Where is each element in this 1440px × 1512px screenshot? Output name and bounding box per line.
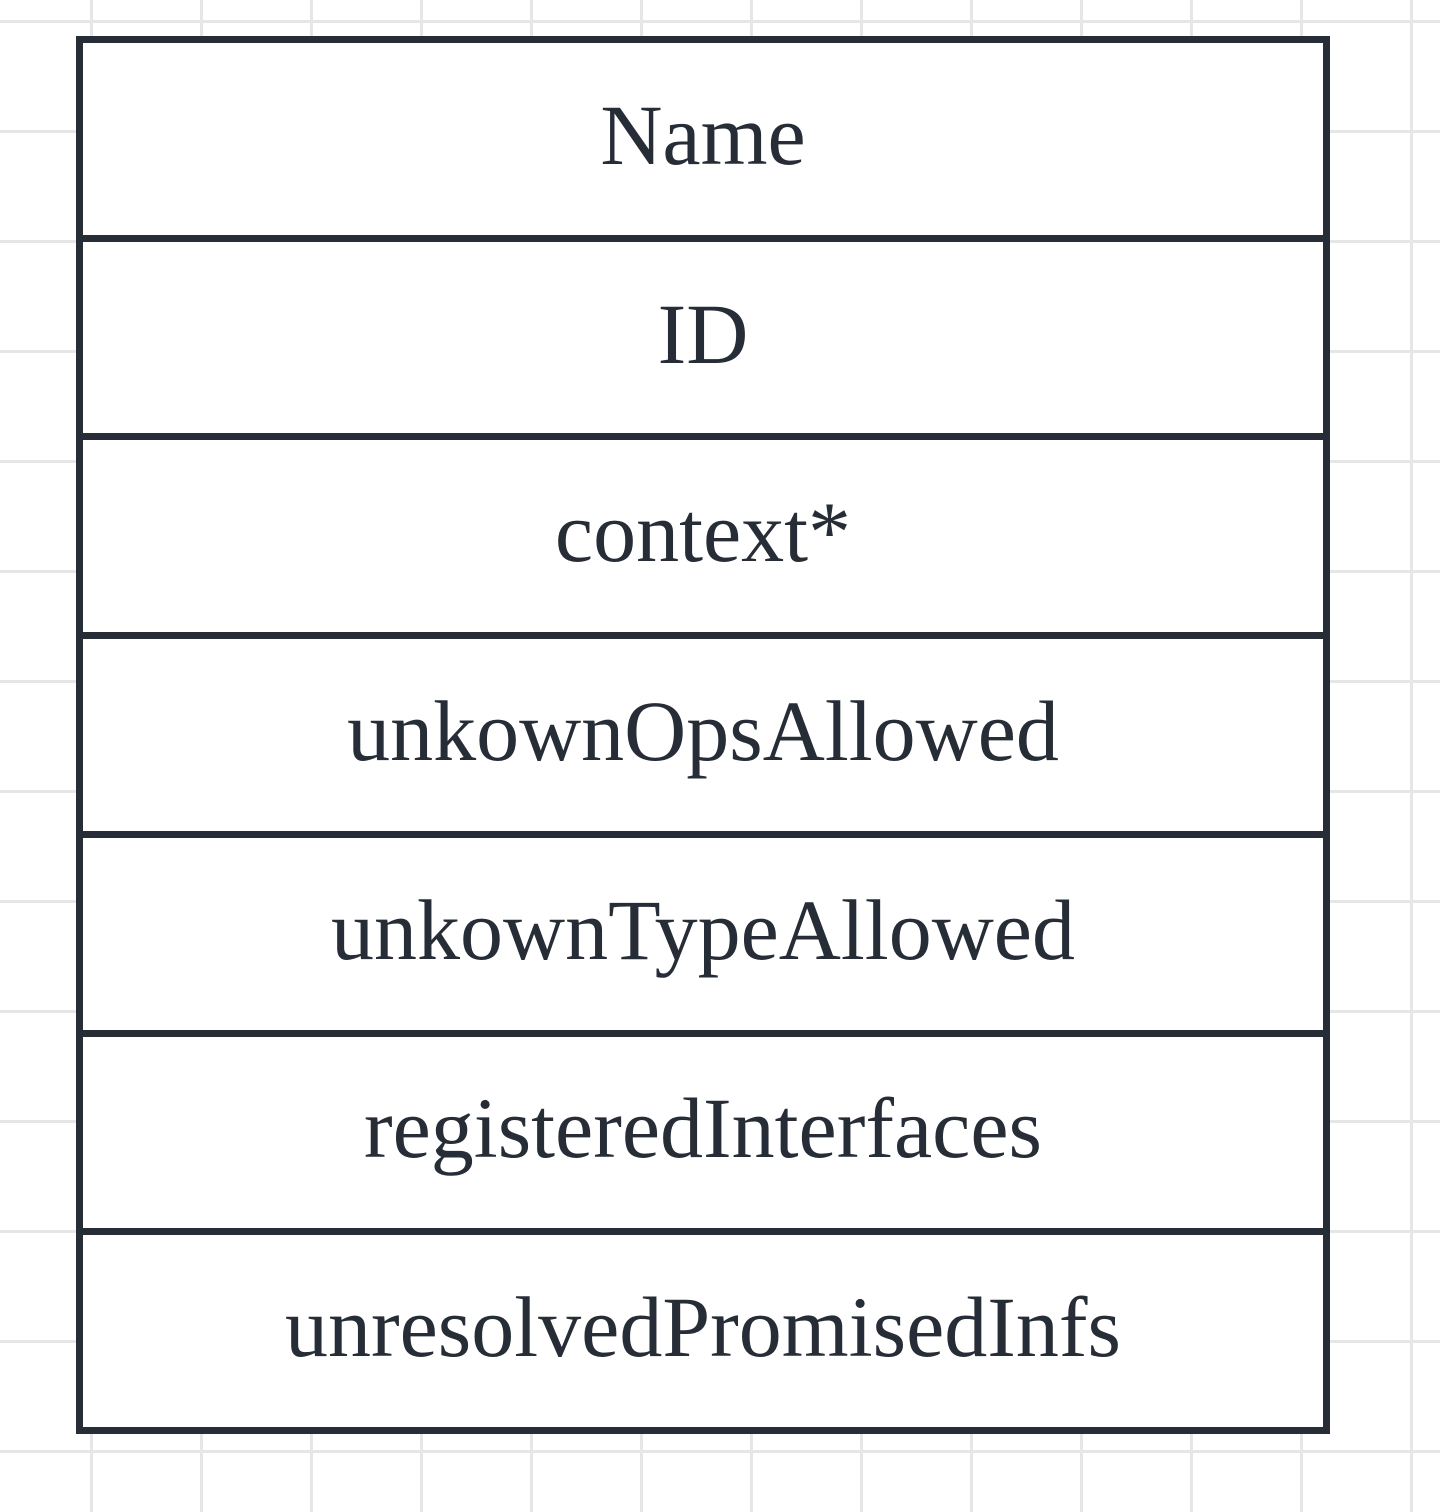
field-label: registeredInterfaces [363,1080,1042,1177]
field-label: unkownTypeAllowed [331,881,1075,978]
field-row-id[interactable]: ID [83,242,1323,441]
field-label: unkownOpsAllowed [347,683,1059,780]
field-row-name[interactable]: Name [83,43,1323,242]
field-row-unkown-ops-allowed[interactable]: unkownOpsAllowed [83,639,1323,838]
field-row-context[interactable]: context* [83,440,1323,640]
field-label: ID [657,285,749,382]
struct-box[interactable]: Name ID context* unkownOpsAllowed unkown… [76,36,1330,1434]
field-row-unkown-type-allowed[interactable]: unkownTypeAllowed [83,838,1323,1037]
field-label: unresolvedPromisedInfs [285,1279,1121,1376]
field-row-unresolved-promised-infs[interactable]: unresolvedPromisedInfs [83,1235,1323,1427]
field-label: context* [554,484,852,581]
field-row-registered-interfaces[interactable]: registeredInterfaces [83,1037,1323,1236]
field-label: Name [600,86,806,183]
